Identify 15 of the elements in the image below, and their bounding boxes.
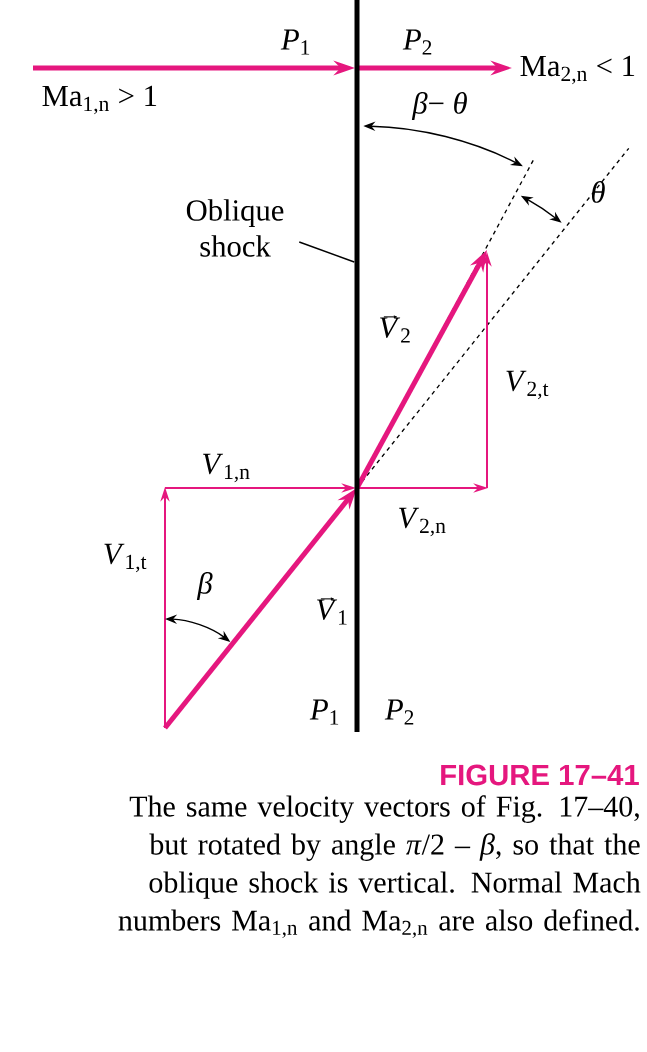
figure-title: FIGURE 17–41	[441, 764, 639, 786]
callout-text: Oblique shock	[186, 199, 284, 257]
symbol-label: P$_{1}$	[280, 29, 310, 55]
symbol-label: V$_{1,n}$	[203, 453, 250, 483]
caption: The same velocity vectors of Fig. 17–40, but rotated by angle π/2 – β, so that the oblique shock is vertical. Normal Mach numbers Ma$_{1,n}$ and Ma$_{2,n}$ are also defined.	[118, 795, 641, 938]
symbol-label: θ	[592, 181, 605, 203]
symbol-label: V$_{2,t}$	[506, 370, 549, 400]
symbol-label: P$_{2}$	[402, 29, 432, 55]
symbol-label: V$_{1,t}$	[104, 543, 147, 573]
symbol-label: Ma$_{2,n}$ < 1	[520, 55, 635, 85]
symbol-label: V$_{2,n}$	[399, 507, 446, 537]
symbol-label: β− θ	[411, 91, 467, 121]
leader-line	[298, 241, 355, 263]
symbol-label: Ma$_{1,n}$ > 1	[42, 85, 157, 115]
symbol-label: β	[196, 571, 213, 601]
